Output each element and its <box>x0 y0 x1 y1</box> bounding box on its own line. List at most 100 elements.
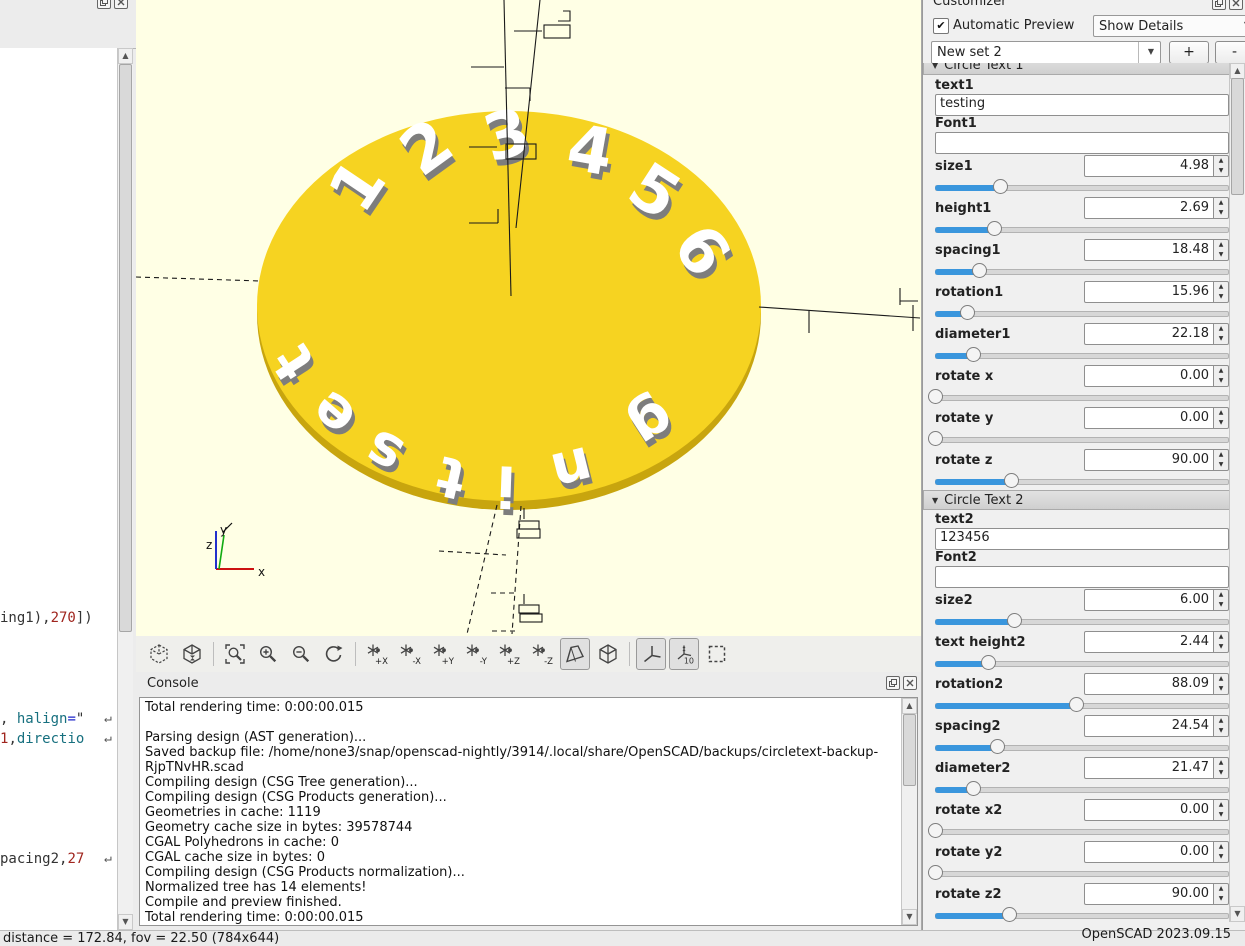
rotate y2-spinbox[interactable]: 0.00▲▼ <box>1084 841 1229 863</box>
size2-spinbox[interactable]: 6.00▲▼ <box>1084 589 1229 611</box>
spin-down-icon[interactable]: ▼ <box>1218 811 1224 818</box>
slider-handle[interactable] <box>1007 613 1023 628</box>
rotate z-slider[interactable] <box>935 472 1229 490</box>
spin-down-icon[interactable]: ▼ <box>1218 293 1224 300</box>
console-float-icon[interactable] <box>886 676 900 690</box>
group-header-clipped[interactable]: ▼Circle Text 1 <box>923 63 1231 77</box>
size1-spinbox[interactable]: 4.98 ▲ ▼ <box>1084 155 1229 177</box>
spin-down-icon[interactable]: ▼ <box>1218 853 1224 860</box>
diameter2-slider[interactable] <box>935 780 1229 798</box>
rotation1-slider[interactable] <box>935 304 1229 322</box>
spinbox-value[interactable]: 2.44 <box>1084 631 1214 653</box>
editor-float-icon[interactable] <box>97 0 111 9</box>
spacing2-slider[interactable] <box>935 738 1229 756</box>
toolbar-zoom-all-button[interactable] <box>220 638 250 670</box>
slider-handle[interactable] <box>966 781 982 796</box>
rotation2-spinbox[interactable]: 88.09 ▲ ▼ <box>1084 673 1229 695</box>
spin-down-icon[interactable]: ▼ <box>1218 419 1224 426</box>
editor-scrollbar[interactable]: ▲ ▼ <box>117 48 133 930</box>
scroll-down-icon[interactable]: ▼ <box>118 914 133 930</box>
slider-handle[interactable] <box>1004 473 1020 488</box>
spin-down-icon[interactable]: ▼ <box>1218 727 1224 734</box>
spinbox-value[interactable]: 15.96 <box>1084 281 1214 303</box>
spin-up-icon[interactable]: ▲ <box>1218 591 1224 598</box>
Font2-input[interactable] <box>935 566 1229 588</box>
scroll-up-icon[interactable]: ▲ <box>118 48 133 64</box>
editor-close-icon[interactable] <box>114 0 128 9</box>
spinbox-value[interactable]: 0.00 <box>1084 841 1214 863</box>
rotation2-slider[interactable] <box>935 696 1229 714</box>
rotation1-spinbox[interactable]: 15.96 ▲ ▼ <box>1084 281 1229 303</box>
spin-down-icon[interactable]: ▼ <box>1218 167 1224 174</box>
spinbox-value[interactable]: 4.98 <box>1084 155 1214 177</box>
spin-down-icon[interactable]: ▼ <box>1218 685 1224 692</box>
slider-track[interactable] <box>935 395 1229 401</box>
scroll-down-icon[interactable]: ▼ <box>902 909 917 925</box>
spinbox-value[interactable]: 90.00 <box>1084 883 1214 905</box>
Font1-input[interactable] <box>935 132 1229 154</box>
slider-track[interactable] <box>935 829 1229 835</box>
scroll-down-icon[interactable]: ▼ <box>1230 906 1245 922</box>
group-header[interactable]: ▼Circle Text 2 <box>923 490 1231 510</box>
toolbar-show-scale-markers-button[interactable]: 10 <box>669 638 699 670</box>
spinbox-value[interactable]: 24.54 <box>1084 715 1214 737</box>
slider-track[interactable] <box>935 871 1229 877</box>
customizer-close-icon[interactable] <box>1229 0 1243 10</box>
console-close-icon[interactable] <box>903 676 917 690</box>
spin-up-icon[interactable]: ▲ <box>1218 675 1224 682</box>
size1-slider[interactable] <box>935 178 1229 196</box>
toolbar-zoom-in-button[interactable] <box>253 638 283 670</box>
spacing2-spinbox[interactable]: 24.54 ▲ ▼ <box>1084 715 1229 737</box>
diameter2-spinbox[interactable]: 21.47▲▼ <box>1084 757 1229 779</box>
text height2-spinbox[interactable]: 2.44 ▲ ▼ <box>1084 631 1229 653</box>
scroll-up-icon[interactable]: ▲ <box>902 698 917 714</box>
spin-up-icon[interactable]: ▲ <box>1218 633 1224 640</box>
spacing1-slider[interactable] <box>935 262 1229 280</box>
text1-input[interactable]: testing <box>935 94 1229 116</box>
text2-input[interactable]: 123456 <box>935 528 1229 550</box>
toolbar-render-button[interactable] <box>177 638 207 670</box>
spinbox-value[interactable]: 0.00 <box>1084 799 1214 821</box>
spin-down-icon[interactable]: ▼ <box>1218 335 1224 342</box>
spin-up-icon[interactable]: ▲ <box>1218 325 1224 332</box>
rotate x-slider[interactable] <box>928 388 1229 406</box>
rotate z2-slider[interactable] <box>935 906 1229 922</box>
spinbox-value[interactable]: 18.48 <box>1084 239 1214 261</box>
slider-handle[interactable] <box>966 347 982 362</box>
spinbox-value[interactable]: 0.00 <box>1084 407 1214 429</box>
slider-handle[interactable] <box>986 221 1002 236</box>
spin-down-icon[interactable]: ▼ <box>1218 601 1224 608</box>
spin-up-icon[interactable]: ▲ <box>1218 717 1224 724</box>
code-editor[interactable]: ing1),270]), halign="↵1,directio↵pacing2… <box>0 48 117 930</box>
spinbox-value[interactable]: 2.69 <box>1084 197 1214 219</box>
slider-handle[interactable] <box>1069 697 1085 712</box>
toolbar-view-plus-z-button[interactable]: +Z <box>494 638 524 670</box>
toolbar-zoom-out-button[interactable] <box>286 638 316 670</box>
spin-up-icon[interactable]: ▲ <box>1218 283 1224 290</box>
toolbar-view-minus-z-button[interactable]: -Z <box>527 638 557 670</box>
preset-add-button[interactable]: + <box>1169 41 1209 64</box>
spin-up-icon[interactable]: ▲ <box>1218 759 1224 766</box>
preset-remove-button[interactable]: - <box>1215 41 1245 64</box>
toolbar-show-axes-button[interactable] <box>636 638 666 670</box>
toolbar-perspective-button[interactable] <box>560 638 590 670</box>
slider-handle[interactable] <box>928 389 943 404</box>
text height2-slider[interactable] <box>935 654 1229 672</box>
rotate y-slider[interactable] <box>928 430 1229 448</box>
spin-down-icon[interactable]: ▼ <box>1218 895 1224 902</box>
console-scrollbar[interactable]: ▲ ▼ <box>901 698 917 925</box>
rotate z2-spinbox[interactable]: 90.00▲▼ <box>1084 883 1229 905</box>
spin-up-icon[interactable]: ▲ <box>1218 367 1224 374</box>
slider-track[interactable] <box>935 311 1229 317</box>
spin-up-icon[interactable]: ▲ <box>1218 801 1224 808</box>
spin-up-icon[interactable]: ▲ <box>1218 199 1224 206</box>
scroll-up-icon[interactable]: ▲ <box>1230 63 1245 79</box>
customizer-float-icon[interactable] <box>1212 0 1226 10</box>
spin-up-icon[interactable]: ▲ <box>1218 157 1224 164</box>
rotate x-spinbox[interactable]: 0.00▲▼ <box>1084 365 1229 387</box>
spin-down-icon[interactable]: ▼ <box>1218 643 1224 650</box>
toolbar-view-minus-x-button[interactable]: -X <box>395 638 425 670</box>
rotate x2-slider[interactable] <box>928 822 1229 840</box>
spinbox-value[interactable]: 88.09 <box>1084 673 1214 695</box>
